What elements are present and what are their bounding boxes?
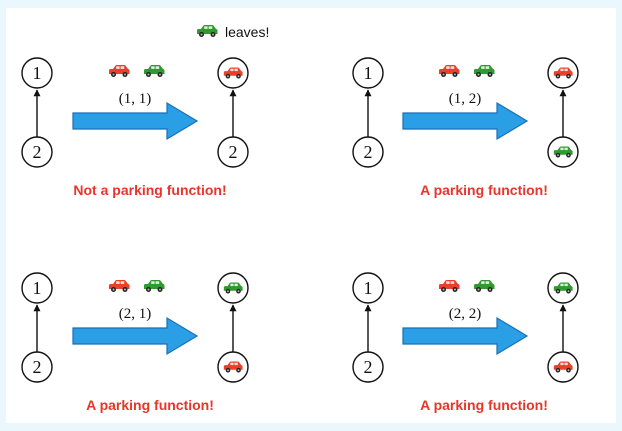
tree-node-label: 2 — [364, 142, 373, 162]
tree-node-label: 2 — [33, 142, 42, 162]
tree-node-label: 1 — [364, 278, 373, 298]
tree-node-circle — [21, 272, 53, 304]
preference-sequence: (1, 1) — [119, 91, 152, 107]
leaves-label: leaves! — [225, 24, 269, 40]
verdict-label: A parking function! — [86, 397, 214, 413]
car-icon — [439, 280, 460, 292]
car-icon — [474, 280, 495, 292]
panel-2: 1 2 (1, 2) A parking function! — [352, 57, 579, 198]
panel-4: 1 2 (2, 2) A parking function! — [352, 272, 579, 413]
tree-node-circle — [21, 351, 53, 383]
tree-node-label: 1 — [364, 63, 373, 83]
car-icon — [109, 65, 130, 77]
parking-spot-circle — [217, 136, 249, 168]
tree-node-circle — [352, 57, 384, 89]
tree-node-circle — [352, 272, 384, 304]
right-arrow-icon — [72, 101, 199, 141]
verdict-label: A parking function! — [420, 397, 548, 413]
verdict-label: Not a parking function! — [73, 182, 226, 198]
car-icon — [144, 65, 165, 77]
car-icon — [439, 65, 460, 77]
empty-spot-label: 2 — [229, 142, 238, 162]
car-icon — [474, 65, 495, 77]
preference-sequence: (2, 1) — [119, 306, 152, 322]
tree-node-circle — [352, 351, 384, 383]
tree-node-circle — [21, 57, 53, 89]
tree-node-label: 1 — [33, 63, 42, 83]
car-icon — [144, 280, 165, 292]
car-icon — [109, 280, 130, 292]
right-arrow-icon — [402, 316, 529, 356]
preference-sequence: (2, 2) — [449, 306, 482, 322]
verdict-label: A parking function! — [420, 182, 548, 198]
leaves-note: leaves! — [197, 24, 269, 40]
right-arrow-icon — [72, 316, 199, 356]
tree-node-circle — [21, 136, 53, 168]
leaving-car-icon — [197, 25, 218, 37]
tree-node-label: 1 — [33, 278, 42, 298]
tree-node-label: 2 — [364, 357, 373, 377]
preference-sequence: (1, 2) — [449, 91, 482, 107]
tree-node-circle — [352, 136, 384, 168]
right-arrow-icon — [402, 101, 529, 141]
tree-node-label: 2 — [33, 357, 42, 377]
panel-3: 1 2 (2, 1) A parking function! — [21, 272, 249, 413]
